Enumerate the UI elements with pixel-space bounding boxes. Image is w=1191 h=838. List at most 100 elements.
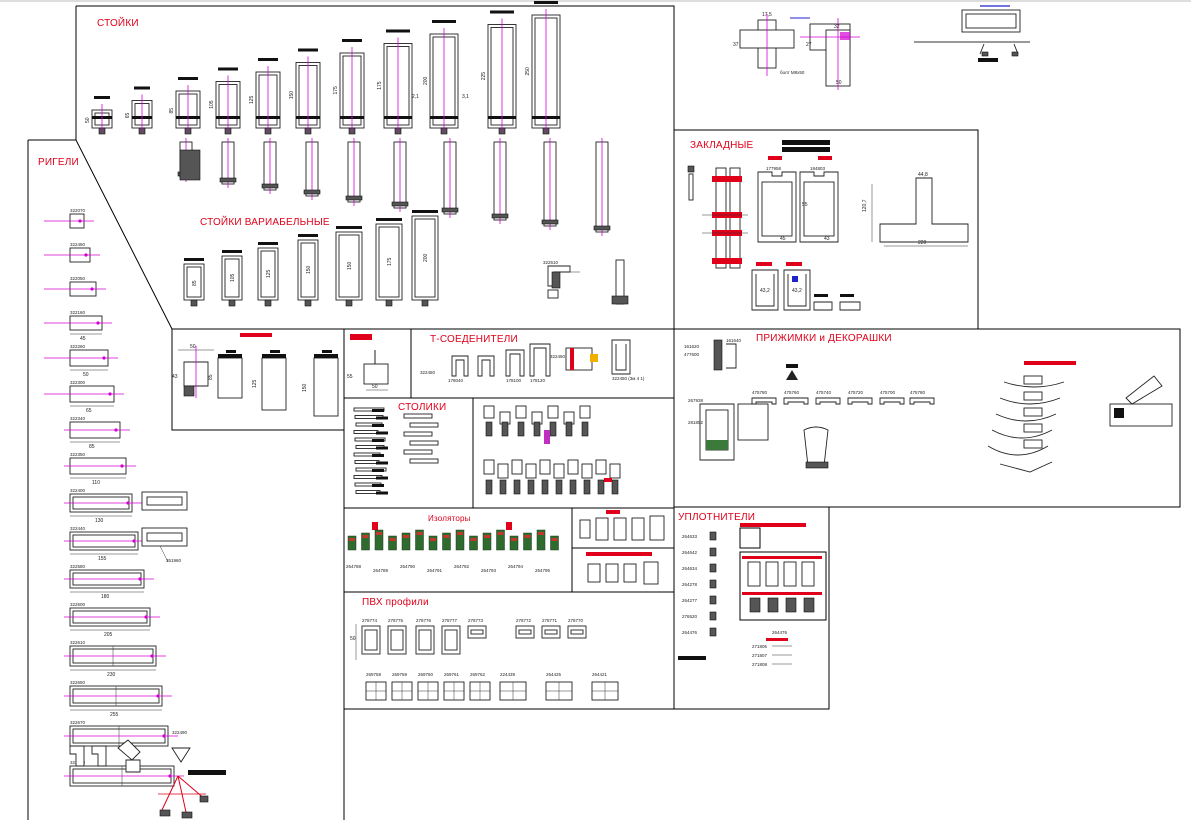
var-foot bbox=[304, 299, 312, 307]
izolator-code: 264795 bbox=[535, 568, 551, 573]
pvh-profile-row1-inner bbox=[418, 629, 432, 651]
prizh-code-2: 477600 bbox=[684, 352, 700, 357]
var-dim-label: 200 bbox=[423, 253, 429, 262]
izolator-profile bbox=[388, 535, 397, 551]
uplotnitel-code: 264633 bbox=[682, 534, 698, 539]
top-detail-dim-4: 50 bbox=[836, 80, 842, 86]
uplotnitel-code: 264642 bbox=[682, 550, 698, 555]
izolatory-profiles: 2647882647892647902647912647922647932647… bbox=[346, 522, 559, 573]
uplotniteli-profiles: 2646332646422646342642782642772765202644… bbox=[678, 523, 827, 667]
var-header-bar bbox=[184, 258, 204, 261]
pvh-profile-row1-inner bbox=[444, 629, 458, 651]
var-extra-detail: 322610 bbox=[543, 259, 629, 305]
pvh-profile-row1-inner bbox=[470, 629, 484, 635]
stoyka-header-bar bbox=[386, 29, 410, 33]
uplotnitel-profile bbox=[709, 547, 717, 557]
uplotnitel-extra-code: 264476 bbox=[772, 630, 788, 635]
uplotnitel-profile bbox=[709, 595, 717, 605]
uplotnitel-block bbox=[801, 561, 815, 587]
pvh-dim: 50 bbox=[350, 636, 356, 642]
stolik-bar bbox=[372, 454, 384, 457]
pvh-code-row1: 278777 bbox=[442, 618, 458, 623]
stoyka-dim-label: 125 bbox=[249, 95, 255, 104]
prizh-top-profile bbox=[751, 397, 777, 405]
rigel-dim-label: 85 bbox=[89, 444, 95, 450]
stolik-low-profile bbox=[595, 459, 607, 475]
zakl-dim-d8: 220 bbox=[918, 240, 927, 246]
uplotnitel-profile bbox=[709, 579, 717, 589]
stolik-low-profile bbox=[511, 459, 523, 475]
stoyka-section-foot bbox=[541, 219, 559, 225]
uplotnitel-right-code: 271807 bbox=[752, 653, 768, 658]
uplotnitel-profile bbox=[709, 627, 717, 637]
rigel-dim-label: 110 bbox=[92, 480, 100, 486]
stoyka-dim-label: 105 bbox=[209, 100, 215, 109]
pvh-code-row2: 264421 bbox=[592, 672, 608, 677]
rigel-code: 322400 bbox=[70, 488, 86, 493]
var-header-bar bbox=[376, 218, 402, 221]
rigel-axis-point bbox=[108, 392, 112, 396]
rigel-code: 322600 bbox=[70, 602, 86, 607]
rigel-dim-label: 180 bbox=[101, 594, 110, 600]
stolik-low-profile bbox=[581, 463, 593, 479]
stolik-profile bbox=[354, 460, 380, 464]
stolik-right-profile bbox=[547, 405, 559, 419]
rigeli-callout-code: 351960 bbox=[166, 558, 182, 563]
rigel-code: 322450 bbox=[70, 242, 86, 247]
prizh-bottom-profile bbox=[999, 461, 1053, 473]
var-header-bar bbox=[298, 234, 318, 237]
izolator-mark bbox=[443, 535, 450, 538]
stoyka-dim-label: 250 bbox=[525, 67, 531, 76]
stoyka-dim-label: 65 bbox=[125, 112, 131, 118]
var-profile-inner bbox=[260, 250, 276, 298]
tsoed-label-0: 322450 bbox=[420, 370, 436, 375]
izolator-profile bbox=[482, 532, 492, 551]
izolator-profile bbox=[415, 529, 424, 551]
pvh-code-row1: 278773 bbox=[468, 618, 484, 623]
pvh-code-row1: 278776 bbox=[416, 618, 432, 623]
prizh-top-code: 475780 bbox=[910, 390, 926, 395]
title-zakladnye: ЗАКЛАДНЫЕ bbox=[690, 140, 754, 151]
title-prizhimki: ПРИЖИМКИ и ДЕКОРАШКИ bbox=[756, 333, 892, 344]
uplotnitel-code: 264476 bbox=[682, 630, 698, 635]
izolator-mark bbox=[524, 535, 531, 538]
title-izolatory: Изоляторы bbox=[428, 514, 471, 523]
stoyka-inline-dim: 3,1 bbox=[462, 94, 469, 100]
prizh-arc-profile bbox=[1003, 381, 1065, 388]
pvh-code-row1: 278775 bbox=[388, 618, 404, 623]
stoyka-section-foot bbox=[491, 213, 509, 219]
title-t-soediniteli: Т-СОЕДЕНИТЕЛИ bbox=[430, 334, 518, 345]
leftmid-dim-d: 150 bbox=[302, 383, 308, 392]
rigel-dim-label: 130 bbox=[95, 518, 104, 524]
prizh-arc-block bbox=[1023, 407, 1043, 417]
prizh-code-1: 281852 bbox=[688, 420, 704, 425]
stolik-low-detail bbox=[583, 479, 591, 495]
uplotnitel-block bbox=[747, 561, 761, 587]
uplotnitel-code: 264634 bbox=[682, 566, 698, 571]
uplotnitel-block-lower bbox=[785, 597, 797, 613]
uplotnitel-block-lower bbox=[803, 597, 815, 613]
stoyka-section-foot bbox=[593, 225, 611, 231]
uplotnitel-profile bbox=[709, 563, 717, 573]
izolator-mark bbox=[430, 538, 436, 541]
stolik-low-detail bbox=[513, 479, 521, 495]
var-dim-label: 125 bbox=[266, 269, 272, 278]
uplotnitel-block-lower bbox=[749, 597, 761, 613]
rigel-dim-label: 205 bbox=[104, 632, 113, 638]
prizh-top-code: 475760 bbox=[784, 390, 800, 395]
stolik-bar bbox=[372, 484, 384, 487]
izolator-profile bbox=[374, 529, 384, 551]
var-header-bar bbox=[258, 242, 278, 245]
title-pvh-profili: ПВХ профили bbox=[362, 596, 429, 608]
stoyka-header-bar bbox=[490, 10, 514, 14]
var-dim-label: 85 bbox=[192, 280, 198, 286]
title-uplotniteli: УПЛОТНИТЕЛИ bbox=[678, 512, 755, 523]
uplotnitel-right-code: 271808 bbox=[752, 662, 768, 667]
stoyka-inline-dim: 2,1 bbox=[412, 94, 419, 100]
izolator-mark bbox=[470, 538, 477, 541]
var-profile-inner bbox=[300, 242, 316, 298]
zakl-code-1: 177958 bbox=[766, 166, 782, 171]
stoyka-section-foot bbox=[261, 183, 279, 189]
